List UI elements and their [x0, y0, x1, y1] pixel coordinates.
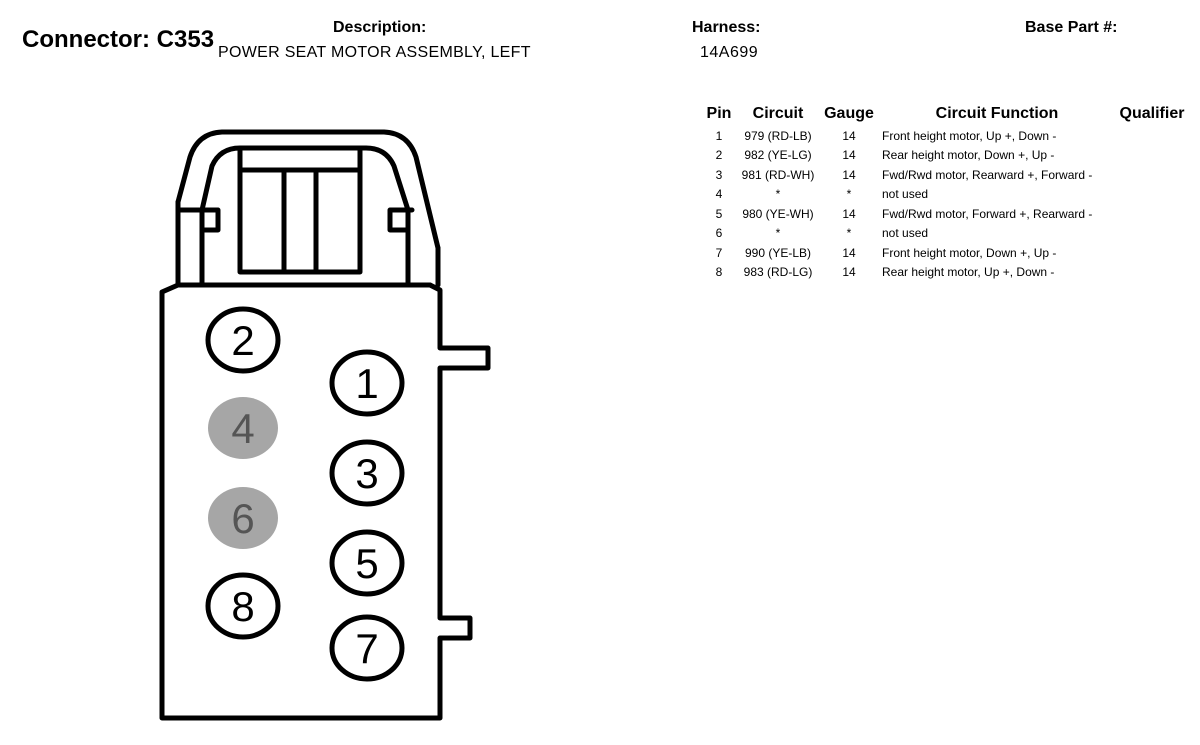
header-pin: Pin [706, 105, 732, 122]
row-pin: 3 [715, 167, 723, 182]
row-circuit: 983 (RD-LG) [743, 265, 813, 280]
pin-table-header-row: Pin Circuit Gauge Circuit Function Quali… [702, 102, 1192, 126]
row-circuit: 979 (RD-LB) [744, 128, 812, 143]
pin-number-label: 2 [231, 317, 254, 364]
table-row: 6 * * not used [702, 224, 1192, 244]
row-circuit-function: not used [882, 226, 929, 241]
row-circuit: * [775, 226, 781, 241]
pin-number-label: 8 [231, 583, 254, 630]
table-row: 2 982 (YE-LG) 14 Rear height motor, Down +,… [702, 146, 1192, 166]
pin-1-cavity: 1 [329, 349, 405, 417]
latch-outline [175, 129, 441, 251]
pin-circle [208, 397, 278, 459]
header-qualifier: Qualifier [1119, 105, 1185, 122]
pin-number-label: 3 [355, 450, 378, 497]
pin-circle [329, 439, 405, 507]
pin-table: Pin Circuit Gauge Circuit Function Quali… [702, 102, 1192, 282]
pin-number-label: 5 [355, 540, 378, 587]
row-gauge: 14 [842, 245, 856, 260]
pin-layer: 2 1 4 3 6 5 8 7 [205, 306, 405, 682]
base-part-heading: Base Part #: [1025, 19, 1118, 36]
row-circuit-function: Fwd/Rwd motor, Forward +, Rearward - [882, 206, 1093, 221]
row-pin: 7 [715, 245, 723, 260]
row-circuit-function: Front height motor, Up +, Down - [882, 128, 1057, 143]
latch-left-column [175, 199, 221, 288]
header-circuit-function: Circuit Function [935, 105, 1059, 122]
pin-5-cavity: 5 [329, 529, 405, 597]
row-circuit: 981 (RD-WH) [741, 167, 815, 182]
latch-posts [237, 147, 363, 275]
row-gauge: 14 [842, 128, 856, 143]
row-circuit-function: not used [882, 187, 929, 202]
row-circuit: 990 (YE-LB) [744, 245, 812, 260]
row-gauge: 14 [842, 148, 856, 163]
row-gauge: * [846, 187, 852, 202]
table-row: 4 * * not used [702, 185, 1192, 205]
row-pin: 5 [715, 206, 723, 221]
pin-6-cavity: 6 [208, 487, 278, 549]
description-value: POWER SEAT MOTOR ASSEMBLY, LEFT [218, 44, 531, 61]
connector-label: Connector: C353 [22, 26, 215, 53]
row-pin: 2 [715, 148, 723, 163]
table-row: 7 990 (YE-LB) 14 Front height motor, Down +… [702, 243, 1192, 263]
table-row: 3 981 (RD-WH) 14 Fwd/Rwd motor, Rearward +,… [702, 165, 1192, 185]
pin-number-label: 1 [355, 360, 378, 407]
header-gauge: Gauge [824, 105, 874, 122]
pin-number-label: 7 [355, 625, 378, 672]
pin-8-cavity: 8 [205, 572, 281, 640]
row-pin: 8 [715, 265, 723, 280]
row-gauge: 14 [842, 167, 856, 182]
row-circuit-function: Front height motor, Down +, Up - [882, 245, 1057, 260]
row-circuit: * [775, 187, 781, 202]
harness-value: 14A699 [700, 44, 759, 61]
row-circuit-function: Rear height motor, Up +, Down - [882, 265, 1055, 280]
latch-inner-outline [199, 145, 411, 213]
pin-table-body: 1 979 (RD-LB) 14 Front height motor, Up +, … [702, 126, 1192, 282]
row-pin: 1 [715, 128, 723, 143]
header-circuit: Circuit [752, 105, 804, 122]
pin-circle [208, 487, 278, 549]
pin-3-cavity: 3 [329, 439, 405, 507]
row-pin: 6 [715, 226, 723, 241]
row-gauge: 14 [842, 206, 856, 221]
row-circuit: 980 (YE-WH) [742, 206, 814, 221]
latch-right-column [387, 207, 441, 288]
pin-7-cavity: 7 [329, 614, 405, 682]
pin-number-label: 6 [231, 495, 254, 542]
description-heading: Description: [333, 19, 427, 36]
pin-2-cavity: 2 [205, 306, 281, 374]
row-circuit-function: Fwd/Rwd motor, Rearward +, Forward - [882, 167, 1093, 182]
row-gauge: 14 [842, 265, 856, 280]
pin-number-label: 4 [231, 405, 254, 452]
table-row: 8 983 (RD-LG) 14 Rear height motor, Up +, D… [702, 263, 1192, 283]
connector-body [159, 282, 491, 721]
pin-circle [329, 349, 405, 417]
row-circuit-function: Rear height motor, Down +, Up - [882, 148, 1055, 163]
table-row: 1 979 (RD-LB) 14 Front height motor, Up +, … [702, 126, 1192, 146]
row-circuit: 982 (YE-LG) [744, 148, 812, 163]
pin-circle [329, 529, 405, 597]
table-row: 5 980 (YE-WH) 14 Fwd/Rwd motor, Forward +, … [702, 204, 1192, 224]
row-pin: 4 [715, 187, 723, 202]
pin-circle [329, 614, 405, 682]
row-gauge: * [846, 226, 852, 241]
harness-heading: Harness: [692, 19, 761, 36]
pin-4-cavity: 4 [208, 397, 278, 459]
pin-circle [205, 572, 281, 640]
pin-circle [205, 306, 281, 374]
